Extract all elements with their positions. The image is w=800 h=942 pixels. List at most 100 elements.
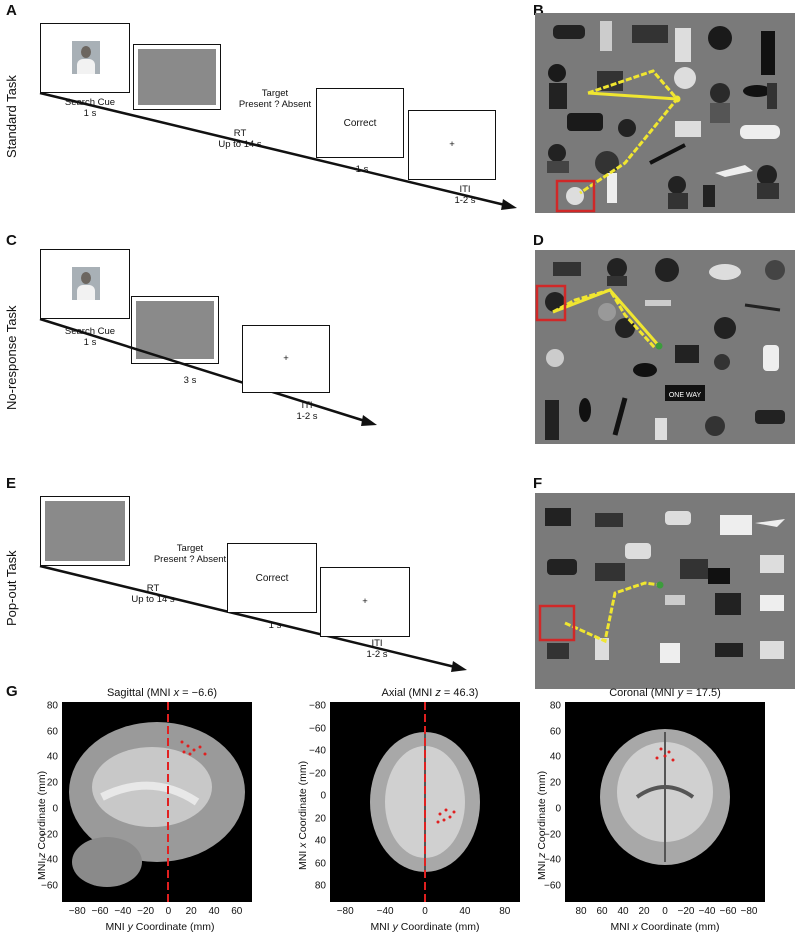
panel-label-c: C — [6, 232, 17, 249]
coronal-xtick: 80 — [575, 906, 587, 917]
sagittal-title: Sagittal (MNI x = −6.6) — [106, 687, 218, 699]
iti-label: ITI — [459, 184, 471, 195]
fixation-cross-e: + — [362, 596, 368, 607]
coronal-xtick: 40 — [617, 906, 629, 917]
coronal-xtick: −40 — [698, 906, 716, 917]
axial-ytick: −40 — [309, 745, 326, 757]
rt-time-e: Up to 14 s — [131, 594, 175, 605]
iti-screen-c: + — [242, 325, 330, 393]
sagittal-ytick: 60 — [46, 726, 58, 738]
coronal-xtick: 60 — [596, 906, 608, 917]
iti-screen-e: + — [320, 567, 410, 637]
axial-ytick: 0 — [320, 790, 326, 802]
panel-label-d: D — [533, 232, 544, 249]
coronal-ytick: −20 — [544, 829, 561, 841]
panel-f-search-display — [535, 493, 795, 689]
cue-portrait-c — [72, 267, 100, 300]
fixation-cross-c: + — [283, 353, 289, 364]
panel-b-objects — [547, 21, 780, 213]
feedback-text-e: Correct — [255, 573, 289, 584]
iti-label-e: ITI — [371, 638, 383, 649]
panel-label-e: E — [6, 475, 17, 492]
coronal-ytick: 40 — [549, 751, 561, 763]
sagittal-xtick: −80 — [68, 906, 86, 917]
axial-slice — [330, 702, 520, 902]
feedback-screen: Correct — [316, 88, 404, 158]
target-question-line2-e: Present ? Absent — [153, 554, 227, 565]
coronal-slice — [565, 702, 765, 902]
axial-xtick: 80 — [499, 906, 511, 917]
sagittal-ytick: 0 — [52, 803, 58, 815]
sagittal-ytick: −60 — [41, 880, 58, 892]
sagittal-xtick: −40 — [114, 906, 132, 917]
axial-electrodes — [436, 808, 456, 824]
panel-label-a: A — [6, 2, 17, 19]
coronal-xtick: 0 — [662, 906, 668, 917]
search-cue-label-c: Search Cue — [64, 326, 116, 337]
rt-label: RT — [233, 128, 247, 139]
iti-time: 1-2 s — [454, 195, 476, 206]
coronal-electrodes — [655, 747, 675, 762]
iti-screen: + — [408, 110, 496, 180]
sagittal-ytick: 80 — [46, 700, 58, 712]
sagittal-xtick: 20 — [185, 906, 197, 917]
iti-label-c: ITI — [301, 400, 313, 411]
sagittal-electrodes — [180, 740, 207, 756]
panel-f-objects — [538, 508, 785, 663]
coronal-ytick: 80 — [549, 700, 561, 712]
sagittal-ytick: −40 — [41, 854, 58, 866]
coronal-title: Coronal (MNI y = 17.5) — [609, 687, 721, 699]
coronal-xlabel: MNI x Coordinate (mm) — [610, 921, 720, 933]
search-time-c: 3 s — [183, 375, 197, 386]
panel-c-arrow — [39, 317, 377, 426]
panel-d-search-display: ONE WAY — [535, 250, 795, 444]
search-cue-time-c: 1 s — [83, 337, 97, 348]
axial-xtick: −80 — [336, 906, 354, 917]
search-cue-time: 1 s — [83, 108, 97, 119]
axial-ytick: 40 — [314, 835, 326, 847]
coronal-ytick: −60 — [544, 880, 561, 892]
axial-ytick: −80 — [309, 700, 326, 712]
axial-ytick: −60 — [309, 723, 326, 734]
rt-time: Up to 14 s — [218, 139, 262, 150]
panel-label-b: B — [533, 2, 544, 19]
one-way-sign-text: ONE WAY — [669, 392, 702, 399]
target-question-line1: Target — [261, 88, 289, 99]
search-array-screen-e — [40, 496, 130, 566]
coronal-xtick: −20 — [677, 906, 695, 917]
search-cue-label: Search Cue — [64, 97, 116, 108]
coronal-xtick: −60 — [719, 906, 737, 917]
panel-label-g: G — [6, 683, 18, 700]
sagittal-xlabel: MNI y Coordinate (mm) — [105, 921, 215, 933]
cue-portrait — [72, 41, 100, 74]
rt-label-e: RT — [146, 583, 160, 594]
panel-e-arrow — [39, 564, 467, 672]
target-question-line1-e: Target — [176, 543, 204, 554]
sagittal-ytick: −20 — [41, 829, 58, 841]
feedback-text: Correct — [343, 118, 377, 129]
sagittal-xtick: −60 — [91, 906, 109, 917]
iti-time-e: 1-2 s — [366, 649, 388, 660]
coronal-xtick: −80 — [740, 906, 758, 917]
target-question-line2: Present ? Absent — [238, 99, 312, 110]
panel-label-f: F — [533, 475, 543, 492]
sagittal-xtick: 60 — [231, 906, 243, 917]
search-cue-screen — [40, 23, 130, 93]
coronal-ytick: 20 — [549, 777, 561, 789]
search-array-screen — [133, 44, 221, 110]
panel-b-search-display — [535, 13, 795, 213]
coronal-xtick: 20 — [638, 906, 650, 917]
coronal-ytick: 0 — [555, 803, 561, 815]
coronal-ytick: −40 — [544, 854, 561, 866]
axial-ytick: 60 — [314, 858, 326, 869]
axial-xtick: −40 — [376, 906, 394, 917]
sagittal-xtick: 40 — [208, 906, 220, 917]
axial-ytick: 20 — [314, 813, 326, 824]
sagittal-xtick: 0 — [165, 906, 172, 917]
axial-xlabel: MNI y Coordinate (mm) — [370, 921, 480, 933]
